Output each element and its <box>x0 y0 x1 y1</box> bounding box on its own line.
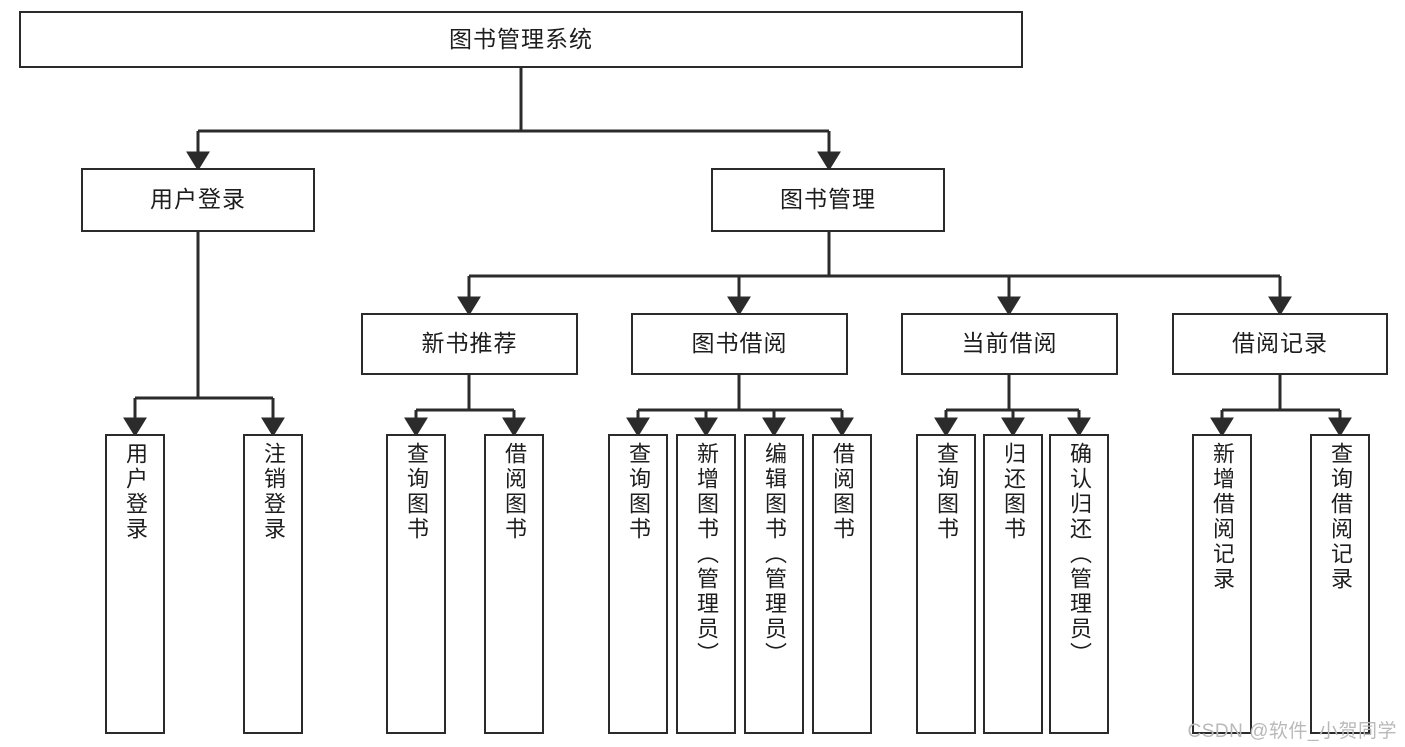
leaf-query-book-recommend[interactable]: 查询图书 <box>386 434 446 734</box>
node-borrow-records[interactable]: 借阅记录 <box>1172 313 1388 375</box>
node-label: 查询图书 <box>404 442 429 542</box>
node-user-login[interactable]: 用户登录 <box>81 168 315 232</box>
leaf-confirm-return-admin[interactable]: 确认归还（管理员） <box>1049 434 1109 734</box>
node-label: 注销登录 <box>261 442 286 542</box>
node-label: 新书推荐 <box>421 330 518 357</box>
node-label: 新增图书（管理员） <box>694 442 719 667</box>
leaf-user-login[interactable]: 用户登录 <box>105 434 165 734</box>
node-new-book-recommend[interactable]: 新书推荐 <box>361 313 578 375</box>
node-label: 查询图书 <box>626 442 651 542</box>
node-label: 借阅图书 <box>502 442 527 542</box>
node-label: 新增借阅记录 <box>1210 442 1235 592</box>
leaf-borrow-book-recommend[interactable]: 借阅图书 <box>484 434 544 734</box>
node-label: 确认归还（管理员） <box>1067 442 1092 667</box>
leaf-return-book[interactable]: 归还图书 <box>983 434 1043 734</box>
node-label: 当前借阅 <box>961 330 1058 357</box>
node-label: 图书管理系统 <box>449 25 593 52</box>
leaf-query-book-borrow[interactable]: 查询图书 <box>608 434 668 734</box>
node-label: 查询图书 <box>934 442 959 542</box>
node-book-management[interactable]: 图书管理 <box>711 168 945 232</box>
node-label: 借阅图书 <box>830 442 855 542</box>
node-book-borrow[interactable]: 图书借阅 <box>631 313 848 375</box>
leaf-borrow-book[interactable]: 借阅图书 <box>812 434 872 734</box>
node-label: 用户登录 <box>123 442 148 542</box>
node-label: 归还图书 <box>1001 442 1026 542</box>
leaf-logout[interactable]: 注销登录 <box>243 434 303 734</box>
node-current-borrow[interactable]: 当前借阅 <box>901 313 1118 375</box>
leaf-edit-book-admin[interactable]: 编辑图书（管理员） <box>744 434 804 734</box>
leaf-add-borrow-record[interactable]: 新增借阅记录 <box>1192 434 1252 734</box>
node-label: 图书借阅 <box>691 330 788 357</box>
node-root-system[interactable]: 图书管理系统 <box>19 11 1023 68</box>
watermark-text: CSDN @软件_小贺同学 <box>1187 721 1397 742</box>
leaf-add-book-admin[interactable]: 新增图书（管理员） <box>676 434 736 734</box>
node-label: 用户登录 <box>150 186 246 213</box>
leaf-query-borrow-record[interactable]: 查询借阅记录 <box>1310 434 1370 734</box>
node-label: 查询借阅记录 <box>1328 442 1353 592</box>
node-label: 编辑图书（管理员） <box>762 442 787 667</box>
node-label: 图书管理 <box>780 186 876 213</box>
leaf-query-book-current[interactable]: 查询图书 <box>916 434 976 734</box>
node-label: 借阅记录 <box>1232 330 1328 357</box>
